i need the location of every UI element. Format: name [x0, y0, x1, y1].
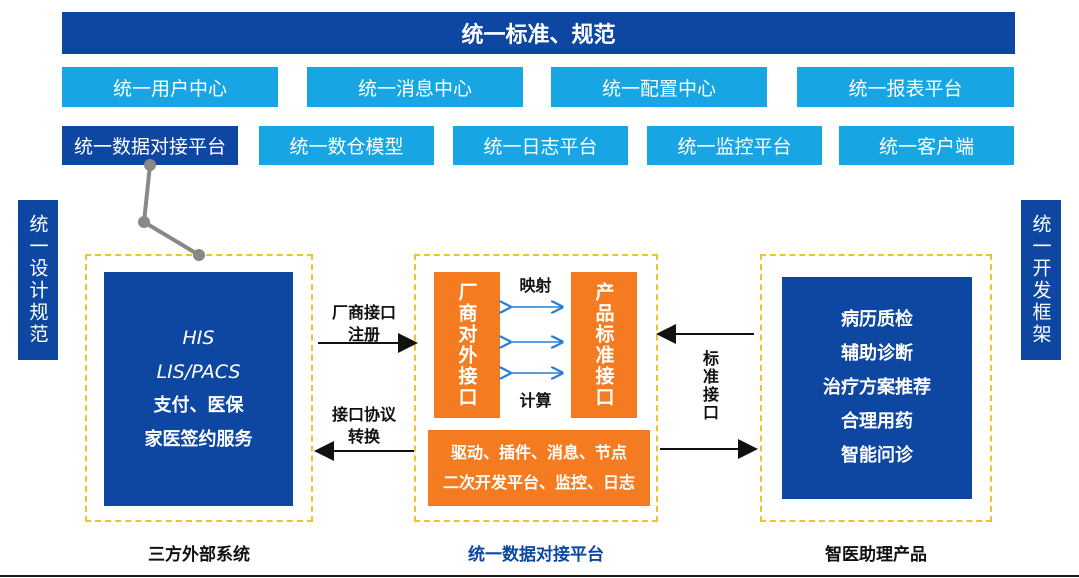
standard-interface-label: 标准接口 [700, 350, 719, 422]
tile-log-platform: 统一日志平台 [453, 126, 628, 165]
product-intelligent-consult: 智能问诊 [841, 445, 913, 466]
vendor-interface-box: 厂商对外接口 [434, 272, 500, 418]
capabilities-line-1: 驱动、插件、消息、节点 [450, 443, 627, 462]
tile-data-integration-platform: 统一数据对接平台 [62, 126, 238, 165]
tile-message-center: 统一消息中心 [307, 67, 523, 107]
capabilities-line-2: 二次开发平台、监控、日志 [442, 473, 635, 492]
product-rational-drug: 合理用药 [841, 411, 913, 432]
standards-banner: 统一标准、规范 [62, 12, 1015, 54]
product-aux-diagnosis: 辅助诊断 [841, 343, 913, 364]
register-label: 厂商接口 注册 [331, 303, 396, 344]
link-connector [138, 159, 205, 261]
side-tag-dev-framework: 统一开发框架 [1021, 200, 1061, 360]
protocol-convert-label: 接口协议 转换 [331, 405, 396, 446]
tile-config-center: 统一配置中心 [551, 67, 767, 107]
mapping-label: 映射 [519, 276, 552, 295]
calculation-label: 计算 [519, 391, 552, 410]
product-record-qc: 病历质检 [841, 309, 913, 330]
tile-report-platform: 统一报表平台 [797, 67, 1014, 107]
smart-doctor-container [760, 254, 992, 522]
platform-capabilities-box: 驱动、插件、消息、节点 二次开发平台、监控、日志 [428, 430, 650, 506]
integration-caption: 统一数据对接平台 [468, 545, 604, 565]
mapping-arrows [510, 307, 562, 373]
system-lis-pacs: LIS/PACS [156, 361, 241, 383]
smart-doctor-product-box: 病历质检 辅助诊断 治疗方案推荐 合理用药 智能问诊 [782, 277, 972, 499]
tile-data-warehouse-model: 统一数仓模型 [259, 126, 434, 165]
third-party-caption: 三方外部系统 [148, 545, 250, 565]
tile-client: 统一客户端 [839, 126, 1014, 165]
system-his: HIS [182, 327, 215, 349]
tile-user-center: 统一用户中心 [62, 67, 278, 107]
system-payment-insurance: 支付、医保 [153, 395, 244, 416]
system-family-doctor: 家医签约服务 [144, 429, 253, 450]
integration-container [414, 254, 658, 522]
smart-doctor-caption: 智医助理产品 [825, 545, 927, 565]
product-interface-box: 产品标准接口 [571, 272, 637, 418]
product-treatment-plan: 治疗方案推荐 [823, 377, 931, 398]
side-tag-design-spec: 统一设计规范 [18, 200, 58, 360]
tile-monitor-platform: 统一监控平台 [647, 126, 822, 165]
third-party-system-box: HIS LIS/PACS 支付、医保 家医签约服务 [104, 272, 293, 506]
